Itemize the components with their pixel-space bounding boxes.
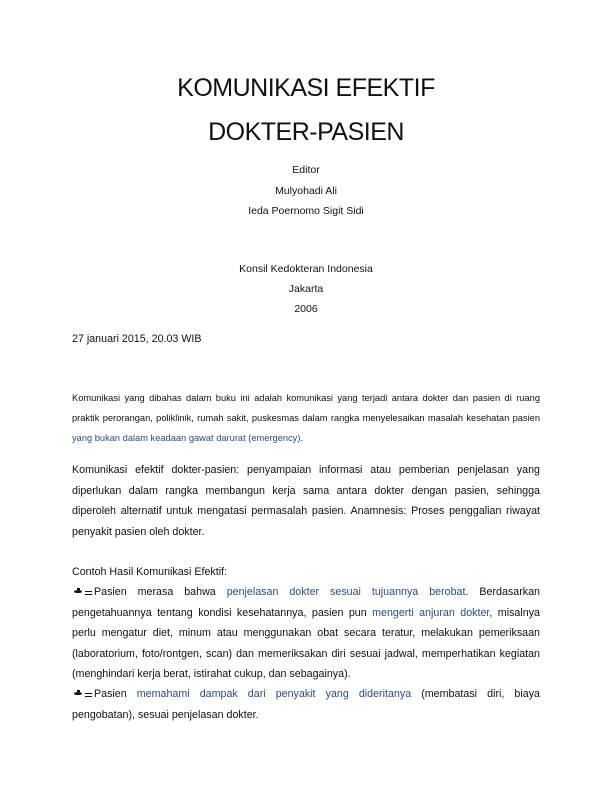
publisher-year: 2006 [294,303,318,315]
example-2-text-2: (membatasi diri, biaya pengobatan), sesu… [72,688,540,721]
title-line-1: KOMUNIKASI EFEKTIF [177,74,435,102]
intro-end: . [300,433,304,443]
timestamp: 27 januari 2015, 20.03 WIB [72,333,202,345]
definition-paragraph: Komunikasi efektif dokter-pasien: penyam… [72,464,540,538]
example-item-2: Pasien memahami dampak dari penyakit yan… [72,684,540,725]
example-2-text-1: Pasien [94,688,137,700]
editor-label: Editor [292,164,320,176]
example-1-text-1: Pasien merasa bahwa [94,586,227,598]
example-1-link-2[interactable]: mengerti anjuran dokter [372,606,490,619]
intro-paragraph: Komunikasi yang dibahas dalam buku ini a… [72,388,540,448]
intro-link[interactable]: yang bukan dalam keadaan gawat darurat (… [72,433,301,443]
bullet-icon [72,687,94,697]
editor-name-1: Mulyohadi Ali [275,185,337,197]
publisher-name: Konsil Kedokteran Indonesia [239,263,373,275]
publisher-city: Jakarta [288,283,324,295]
title-line-2: DOKTER-PASIEN [208,118,404,146]
examples-heading: Contoh Hasil Komunikasi Efektif: [72,566,228,578]
example-1-text-3: , misalnya perlu mengatur diet, minum at… [72,606,540,681]
example-2-link-1[interactable]: memahami dampak dari penyakit yang dider… [136,688,412,700]
editor-name-2: Ieda Poernomo Sigit Sidi [248,205,364,217]
example-1-text-2: . Berdasarkan pengetahuannya tentang kon… [72,586,540,619]
example-item-1: Pasien merasa bahwa penjelasan dokter se… [72,582,540,685]
bullet-icon [72,585,94,595]
example-1-link-1[interactable]: penjelasan dokter sesuai tujuannya berob… [226,586,466,598]
intro-text: Komunikasi yang dibahas dalam buku ini a… [72,393,540,423]
